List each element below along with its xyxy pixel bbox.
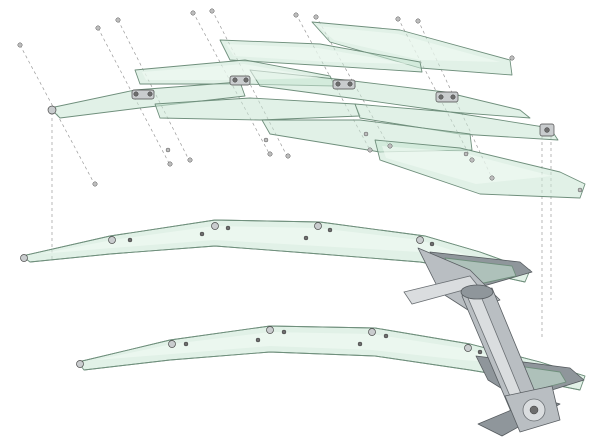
loose-bolts xyxy=(17,8,583,193)
end-fitting xyxy=(47,105,57,115)
steel-support-column xyxy=(403,247,541,415)
spider-fitting-nodes xyxy=(17,8,583,193)
spider-fitting xyxy=(131,89,155,100)
exploded-glass-panels xyxy=(49,21,586,199)
spider-fitting xyxy=(435,91,459,103)
steel-base-bracket xyxy=(477,385,561,437)
glass-panel xyxy=(249,69,531,119)
spider-fitting xyxy=(539,123,555,137)
spider-fitting xyxy=(332,79,356,90)
glass-panel xyxy=(354,103,559,141)
spider-fitting xyxy=(229,75,251,86)
